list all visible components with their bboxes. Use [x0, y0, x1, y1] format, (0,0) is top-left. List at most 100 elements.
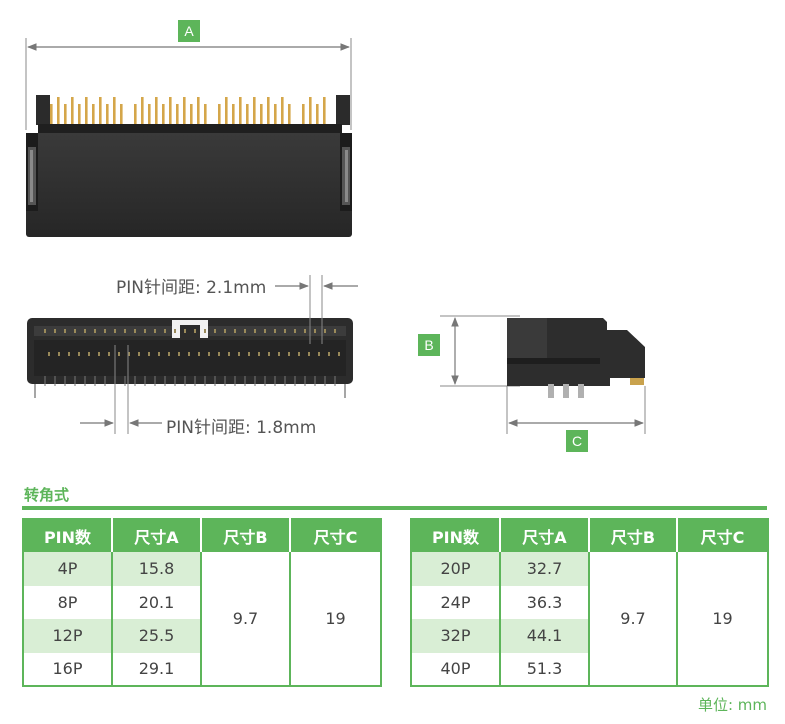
table-row: 12P 25.5	[22, 619, 381, 653]
gold-pin	[309, 97, 312, 125]
gold-pin	[302, 104, 305, 125]
gold-pin	[113, 97, 116, 125]
header-size-a: 尺寸A	[499, 519, 590, 552]
dimension-b-badge: B	[418, 334, 440, 356]
gold-pin	[288, 104, 291, 125]
contact-pin	[124, 329, 126, 333]
contact-pin	[254, 329, 256, 333]
front-view	[27, 275, 358, 434]
pin-count-cell: 32P	[410, 619, 501, 653]
contact-pin	[314, 329, 316, 333]
table-row: 40P 51.3	[410, 652, 768, 686]
gold-pin	[225, 97, 228, 125]
contact-pin	[148, 352, 150, 356]
contact-pin	[104, 329, 106, 333]
header-size-b: 尺寸B	[588, 519, 678, 552]
contact-pin	[244, 329, 246, 333]
gold-pin	[232, 104, 235, 125]
contact-pin	[204, 329, 206, 333]
contact-pin	[194, 329, 196, 333]
contact-pin	[198, 352, 200, 356]
contact-pin	[258, 352, 260, 356]
gold-pin	[85, 97, 88, 125]
contact-pin	[154, 329, 156, 333]
table-row: 4P 15.8 9.7 19	[22, 552, 382, 686]
top-view	[25, 38, 352, 237]
gold-pin	[323, 97, 326, 125]
gold-pin	[120, 104, 123, 125]
pin-count-cell: 20P	[410, 552, 501, 586]
contact-pin	[108, 352, 110, 356]
gold-pin	[281, 97, 284, 125]
size-a-cell: 25.5	[111, 619, 202, 653]
gold-pin	[253, 97, 256, 125]
contact-pin	[188, 352, 190, 356]
contact-pin	[88, 352, 90, 356]
size-a-cell: 44.1	[499, 619, 590, 653]
contact-pin	[44, 329, 46, 333]
contact-pin	[288, 352, 290, 356]
contact-pin	[98, 352, 100, 356]
contact-pin	[68, 352, 70, 356]
contact-pin	[284, 329, 286, 333]
contact-pin	[278, 352, 280, 356]
dimension-a-badge: A	[178, 20, 200, 42]
table-row: 20P 32.7 9.7 19	[410, 552, 769, 686]
section-title: 转角式	[24, 486, 70, 504]
gold-pin	[92, 104, 95, 125]
gold-pin	[148, 104, 151, 125]
contact-pin	[84, 329, 86, 333]
pin-count-cell: 16P	[22, 652, 113, 686]
contact-pin	[264, 329, 266, 333]
contact-pin	[174, 329, 176, 333]
pin-count-cell: 8P	[22, 585, 113, 619]
gold-pin	[64, 104, 67, 125]
contact-pin	[294, 329, 296, 333]
gold-pin	[204, 104, 207, 125]
header-size-c: 尺寸C	[676, 519, 768, 552]
contact-pin	[308, 352, 310, 356]
gold-pin	[190, 104, 193, 125]
contact-pin	[334, 329, 336, 333]
contact-pin	[74, 329, 76, 333]
gold-pin	[239, 97, 242, 125]
size-a-cell: 51.3	[499, 652, 590, 686]
contact-pin	[118, 352, 120, 356]
gold-pin	[176, 104, 179, 125]
contact-pin	[144, 329, 146, 333]
size-c-cell: 19	[676, 552, 769, 686]
gold-pin	[78, 104, 81, 125]
table-header-row: PIN数 尺寸A 尺寸B 尺寸C	[411, 519, 768, 552]
contact-pin	[274, 329, 276, 333]
gold-pin	[106, 104, 109, 125]
contact-pin	[138, 352, 140, 356]
contact-pin	[224, 329, 226, 333]
gold-pin	[274, 104, 277, 125]
contact-pin	[168, 352, 170, 356]
gold-pin	[50, 104, 53, 125]
contact-pin	[134, 329, 136, 333]
size-b-cell: 9.7	[200, 552, 291, 686]
size-a-cell: 36.3	[499, 585, 590, 619]
contact-pin	[64, 329, 66, 333]
dimension-c-badge: C	[566, 430, 588, 452]
gold-pin	[267, 97, 270, 125]
contact-pin	[268, 352, 270, 356]
pin-count-cell: 40P	[410, 652, 501, 686]
gold-pin	[155, 97, 158, 125]
contact-pin	[158, 352, 160, 356]
gold-pin	[162, 104, 165, 125]
spec-table-right: PIN数 尺寸A 尺寸B 尺寸C 20P 32.7 9.7 19 24P 36.…	[410, 518, 769, 687]
size-a-cell: 29.1	[111, 652, 202, 686]
contact-pin	[184, 329, 186, 333]
gold-pin	[197, 97, 200, 125]
contact-pin	[228, 352, 230, 356]
contact-pin	[164, 329, 166, 333]
contact-pin	[338, 352, 340, 356]
gold-pin	[141, 97, 144, 125]
contact-pin	[248, 352, 250, 356]
pitch-label-2-1mm: PIN针间距: 2.1mm	[112, 273, 271, 298]
section-divider	[22, 506, 767, 510]
contact-pin	[58, 352, 60, 356]
contact-pin	[234, 329, 236, 333]
